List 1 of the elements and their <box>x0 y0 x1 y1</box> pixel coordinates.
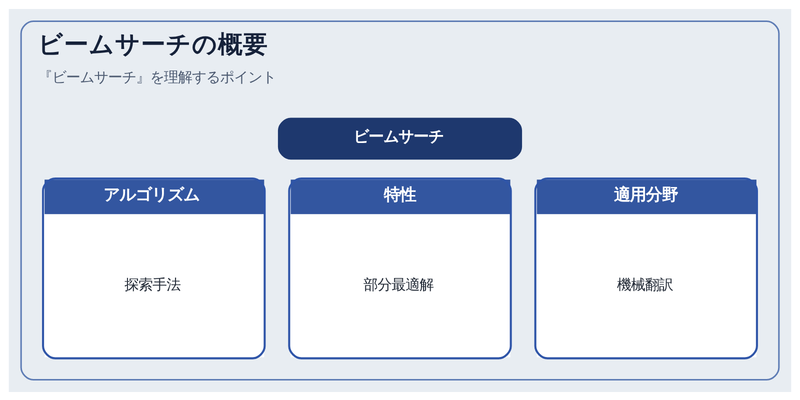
node-box: ビームサーチ <box>278 117 522 160</box>
